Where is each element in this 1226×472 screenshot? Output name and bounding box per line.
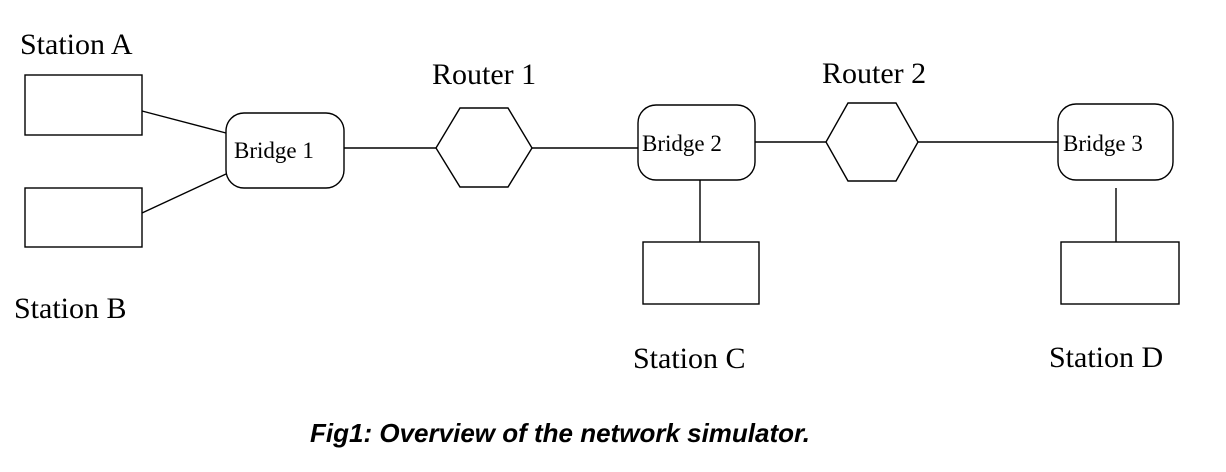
- station-b-label: Station B: [14, 292, 127, 325]
- router-1-hexagon: [435, 107, 533, 188]
- bridge-3-box: [1057, 103, 1174, 181]
- router-1-label: Router 1: [432, 58, 536, 91]
- bridge-1-label: Bridge 1: [234, 138, 314, 163]
- station-a-label: Station A: [20, 28, 133, 61]
- bridge-2-label: Bridge 2: [642, 131, 722, 156]
- station-c-box: [642, 241, 760, 305]
- station-a-box: [24, 74, 143, 136]
- bridge-1-box: [225, 112, 345, 189]
- link-station-b-bridge-1: [141, 173, 227, 214]
- station-d-box: [1060, 241, 1180, 305]
- router-2-hexagon: [825, 102, 919, 182]
- figure-caption: Fig1: Overview of the network simulator.: [310, 418, 810, 448]
- link-station-a-bridge-1: [141, 110, 227, 134]
- station-d-label: Station D: [1049, 341, 1163, 374]
- station-b-box: [24, 187, 143, 248]
- network-diagram: Station A Station B Station C Station D …: [14, 28, 1180, 375]
- station-c-label: Station C: [633, 342, 746, 375]
- bridge-3-label: Bridge 3: [1063, 131, 1143, 156]
- bridge-2-box: [637, 104, 756, 181]
- router-2-label: Router 2: [822, 57, 926, 90]
